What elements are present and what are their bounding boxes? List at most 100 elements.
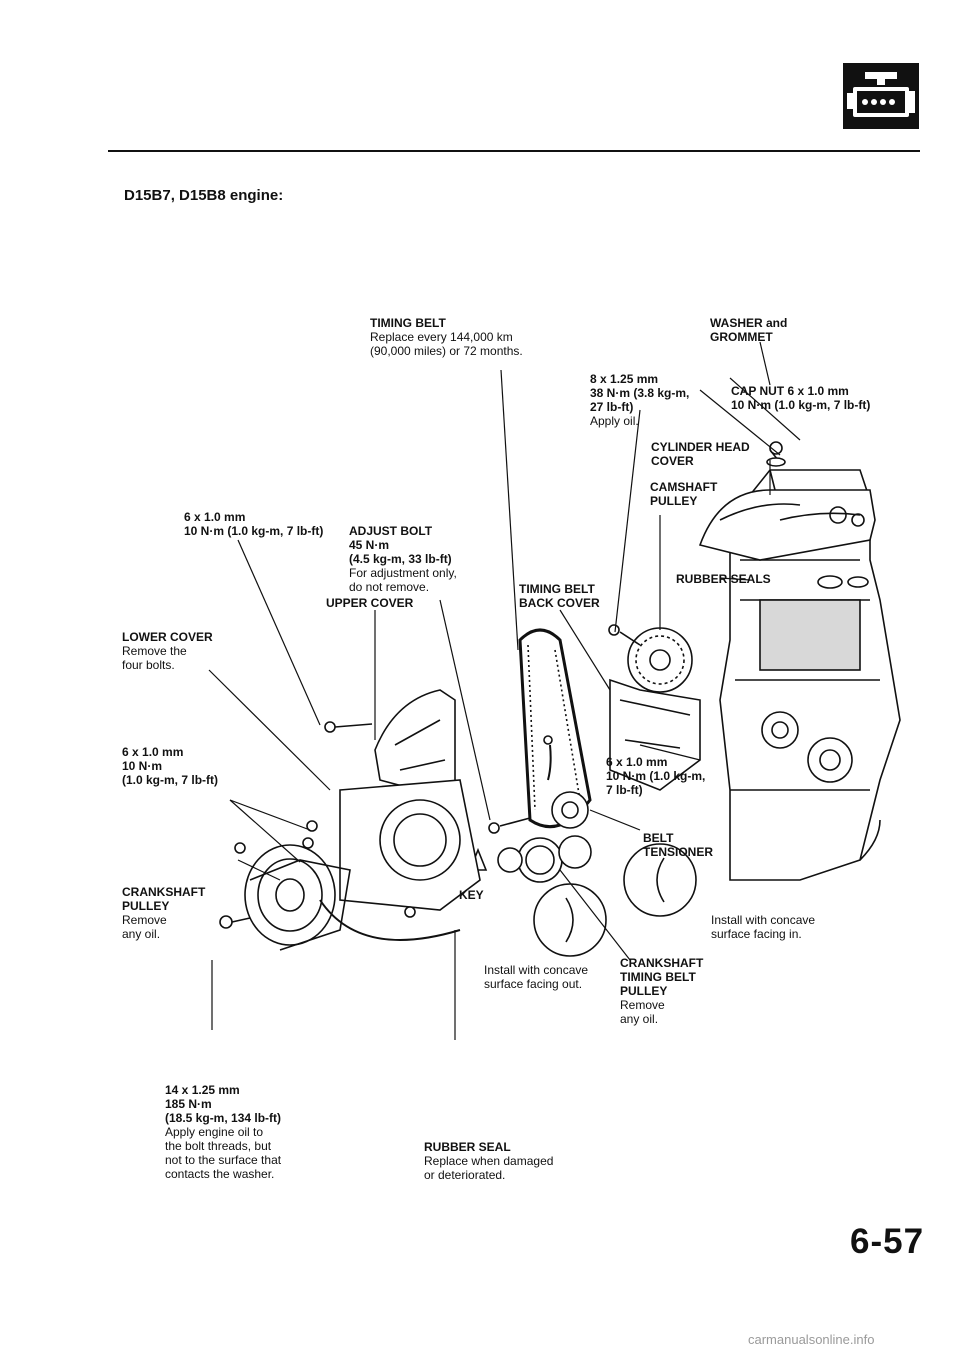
concave-in-line-2: surface facing in.	[711, 927, 802, 941]
callout-lower-cover: LOWER COVER Remove the four bolts.	[122, 630, 213, 672]
crank-timing-pulley-drawing	[468, 835, 592, 883]
callout-bolt-8x125: 8 x 1.25 mm 38 N·m (3.8 kg-m, 27 lb-ft) …	[590, 372, 689, 428]
washer-details	[533, 843, 697, 957]
timing-belt-line-1: Replace every 144,000 km	[370, 330, 513, 344]
callout-crank-timing-pulley: CRANKSHAFT TIMING BELT PULLEY Remove any…	[620, 956, 703, 1026]
crank-bolt-note-2: the bolt threads, but	[165, 1139, 272, 1153]
cap-nut-line-1: CAP NUT 6 x 1.0 mm	[731, 384, 849, 398]
rubber-seals-drawing	[817, 575, 869, 589]
leader-lines	[208, 341, 801, 1040]
crankshaft-pulley-note-1: Remove	[122, 913, 167, 927]
camshaft-pulley-drawing	[608, 624, 693, 693]
callout-rubber-seals: RUBBER SEALS	[676, 572, 771, 586]
crank-timing-pulley-line-2: TIMING BELT	[620, 970, 696, 984]
belt-tensioner-line-2: TENSIONER	[643, 845, 714, 859]
page-number: 6-57	[850, 1222, 925, 1261]
lower-cover-drawing	[290, 779, 481, 918]
crank-timing-pulley-note-2: any oil.	[620, 1012, 659, 1026]
timing-belt-drawing	[518, 628, 592, 829]
bolt-8x125-line-2: 38 N·m (3.8 kg-m,	[590, 386, 690, 400]
callout-timing-belt: TIMING BELT Replace every 144,000 km (90…	[370, 316, 523, 358]
cap-nut-line-2: 10 N·m (1.0 kg-m, 7 lb-ft)	[731, 398, 871, 412]
adjust-bolt-torque-1: 45 N·m	[349, 538, 390, 552]
crank-bolt-note-1: Apply engine oil to	[165, 1125, 264, 1139]
crankshaft-pulley-line-2: PULLEY	[122, 899, 170, 913]
page-title: D15B7, D15B8 engine:	[124, 187, 284, 204]
rubber-seal-title: RUBBER SEAL	[424, 1140, 511, 1154]
lower-cover-note-1: Remove the	[122, 644, 187, 658]
crank-bolt-line-1: 14 x 1.25 mm	[165, 1083, 240, 1097]
engine-icon	[843, 63, 919, 129]
header-rule	[108, 150, 920, 152]
washer-grommet-line-1: WASHER and	[710, 316, 788, 330]
callout-belt-tensioner: BELT TENSIONER	[643, 831, 713, 859]
crank-bolt-note-3: not to the surface that	[165, 1153, 282, 1167]
bolt-6x10-right-line-1: 6 x 1.0 mm	[606, 755, 668, 769]
adjust-bolt-torque-2: (4.5 kg-m, 33 lb-ft)	[349, 552, 452, 566]
timing-belt-title: TIMING BELT	[370, 316, 446, 330]
lower-cover-title: LOWER COVER	[122, 630, 213, 644]
upper-cover-drawing	[324, 689, 456, 802]
bolt-6x10-left-line-3: (1.0 kg-m, 7 lb-ft)	[122, 773, 219, 787]
crank-bolt-line-3: (18.5 kg-m, 134 lb-ft)	[165, 1111, 282, 1125]
cylinder-head-cover-line-2: COVER	[651, 454, 694, 468]
callout-timing-belt-back-cover: TIMING BELT BACK COVER	[519, 582, 600, 610]
callout-bolt-6x10-right: 6 x 1.0 mm 10 N·m (1.0 kg-m, 7 lb-ft)	[606, 755, 705, 797]
callout-bolt-6x10-left: 6 x 1.0 mm 10 N·m (1.0 kg-m, 7 lb-ft)	[122, 745, 218, 787]
callout-key: KEY	[459, 888, 484, 902]
bolt-6x10-top-line-2: 10 N·m (1.0 kg-m, 7 lb-ft)	[184, 524, 324, 538]
rubber-seal-note-1: Replace when damaged	[424, 1154, 554, 1168]
callout-rubber-seal: RUBBER SEAL Replace when damaged or dete…	[424, 1140, 553, 1182]
crank-bolt-note-4: contacts the washer.	[165, 1167, 275, 1181]
crank-bolt-line-2: 185 N·m	[165, 1097, 212, 1111]
bolt-6x10-left-line-1: 6 x 1.0 mm	[122, 745, 184, 759]
camshaft-pulley-line-1: CAMSHAFT	[650, 480, 718, 494]
crankshaft-pulley-drawing	[219, 842, 351, 951]
watermark-text: carmanualsonline.info	[748, 1332, 875, 1347]
callout-cylinder-head-cover: CYLINDER HEAD COVER	[651, 440, 750, 468]
crank-timing-pulley-line-1: CRANKSHAFT	[620, 956, 704, 970]
concave-in-line-1: Install with concave	[711, 913, 816, 927]
bolt-8x125-line-1: 8 x 1.25 mm	[590, 372, 659, 386]
callout-adjust-bolt: ADJUST BOLT 45 N·m (4.5 kg-m, 33 lb-ft) …	[349, 524, 457, 594]
crankshaft-pulley-note-2: any oil.	[122, 927, 161, 941]
callout-crank-bolt: 14 x 1.25 mm 185 N·m (18.5 kg-m, 134 lb-…	[165, 1083, 281, 1181]
concave-out-line-1: Install with concave	[484, 963, 589, 977]
upper-cover-title: UPPER COVER	[326, 596, 414, 610]
callout-washer-grommet: WASHER and GROMMET	[710, 316, 787, 344]
crankshaft-pulley-line-1: CRANKSHAFT	[122, 885, 206, 899]
adjust-bolt-title: ADJUST BOLT	[349, 524, 433, 538]
concave-out-line-2: surface facing out.	[484, 977, 583, 991]
rubber-seals-title: RUBBER SEALS	[676, 572, 771, 586]
crank-timing-pulley-note-1: Remove	[620, 998, 665, 1012]
bolt-6x10-top-line-1: 6 x 1.0 mm	[184, 510, 246, 524]
timing-belt-line-2: (90,000 miles) or 72 months.	[370, 344, 523, 358]
key-title: KEY	[459, 888, 484, 902]
bolt-6x10-left-line-2: 10 N·m	[122, 759, 163, 773]
callout-concave-in: Install with concave surface facing in.	[711, 913, 815, 941]
callout-camshaft-pulley: CAMSHAFT PULLEY	[650, 480, 717, 508]
bolt-6x10-right-line-2: 10 N·m (1.0 kg-m,	[606, 769, 706, 783]
bolt-8x125-note: Apply oil.	[590, 414, 639, 428]
callout-bolt-6x10-top: 6 x 1.0 mm 10 N·m (1.0 kg-m, 7 lb-ft)	[184, 510, 323, 538]
cylinder-head-cover-drawing	[698, 441, 876, 561]
belt-tensioner-line-1: BELT	[643, 831, 674, 845]
crank-timing-pulley-line-3: PULLEY	[620, 984, 668, 998]
washer-grommet-line-2: GROMMET	[710, 330, 773, 344]
bolt-8x125-line-3: 27 lb-ft)	[590, 400, 634, 414]
callout-cap-nut: CAP NUT 6 x 1.0 mm 10 N·m (1.0 kg-m, 7 l…	[731, 384, 870, 412]
rubber-seal-note-2: or deteriorated.	[424, 1168, 506, 1182]
belt-tensioner-drawing	[488, 735, 589, 834]
engine-block-drawing	[719, 469, 901, 881]
lower-cover-note-2: four bolts.	[122, 658, 175, 672]
callout-crankshaft-pulley: CRANKSHAFT PULLEY Remove any oil.	[122, 885, 205, 941]
bolt-6x10-right-line-3: 7 lb-ft)	[606, 783, 643, 797]
callout-concave-out: Install with concave surface facing out.	[484, 963, 588, 991]
callout-upper-cover: UPPER COVER	[326, 596, 413, 610]
back-cover-line-2: BACK COVER	[519, 596, 600, 610]
camshaft-pulley-line-2: PULLEY	[650, 494, 698, 508]
adjust-bolt-note-1: For adjustment only,	[349, 566, 457, 580]
cylinder-head-cover-line-1: CYLINDER HEAD	[651, 440, 750, 454]
back-cover-line-1: TIMING BELT	[519, 582, 595, 596]
